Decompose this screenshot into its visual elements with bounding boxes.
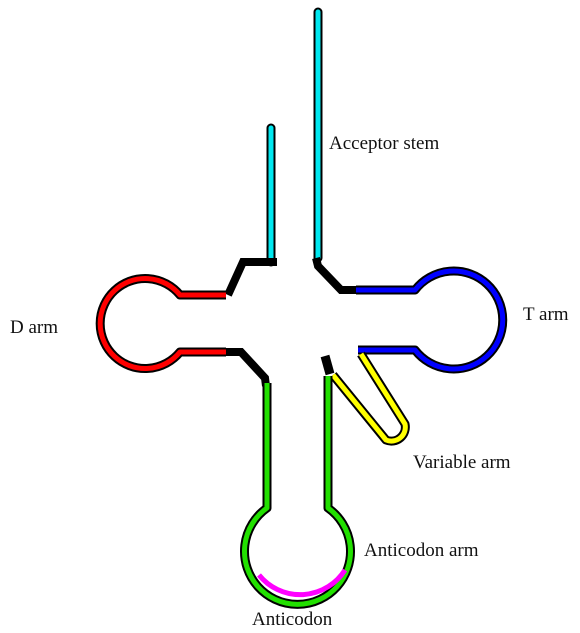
linker-variable-to-anticodon-arm: [325, 356, 330, 374]
variable-arm: [333, 354, 405, 441]
d-arm-label: D arm: [10, 317, 58, 338]
variable-arm-label: Variable arm: [413, 452, 511, 473]
acceptor-stem: [271, 12, 318, 262]
linker-d-arm-to-anticodon-arm: [224, 352, 266, 386]
anticodon-label: Anticodon: [252, 609, 333, 630]
anticodon-arm-stem-loop: [245, 376, 351, 604]
linker-segments: [224, 258, 360, 386]
t-arm: [356, 271, 503, 369]
d-arm: [100, 279, 226, 369]
anticodon-arm-label: Anticodon arm: [364, 540, 479, 561]
t-arm-label: T arm: [523, 304, 569, 325]
linker-acceptor-to-d-arm: [228, 262, 277, 295]
linker-acceptor-to-t-arm: [316, 258, 360, 290]
variable-arm-loop: [333, 354, 405, 441]
acceptor-stem-label: Acceptor stem: [329, 133, 439, 154]
anticodon-arm: [245, 376, 351, 604]
